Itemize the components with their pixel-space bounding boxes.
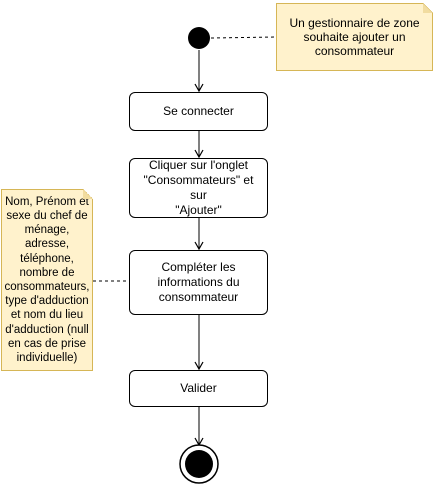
note-link-top (210, 36, 277, 39)
step-cliquer-onglet: Cliquer sur l'onglet "Consommateurs" et … (129, 158, 268, 218)
note-context-text: Un gestionnaire de zone souhaite ajouter… (289, 16, 420, 58)
note-fields-text: Nom, Prénom et sexe du chef de ménage, a… (4, 195, 90, 365)
step-se-connecter: Se connecter (129, 92, 268, 131)
note-fold-icon (423, 3, 433, 13)
step-valider: Valider (129, 370, 268, 407)
note-context: Un gestionnaire de zone souhaite ajouter… (276, 3, 433, 71)
final-node-inner (185, 450, 213, 478)
initial-node (188, 27, 210, 49)
note-fields: Nom, Prénom et sexe du chef de ménage, a… (1, 189, 93, 371)
note-fold-icon (83, 189, 93, 199)
step-completer-informations: Compléter les informations du consommate… (129, 250, 268, 315)
